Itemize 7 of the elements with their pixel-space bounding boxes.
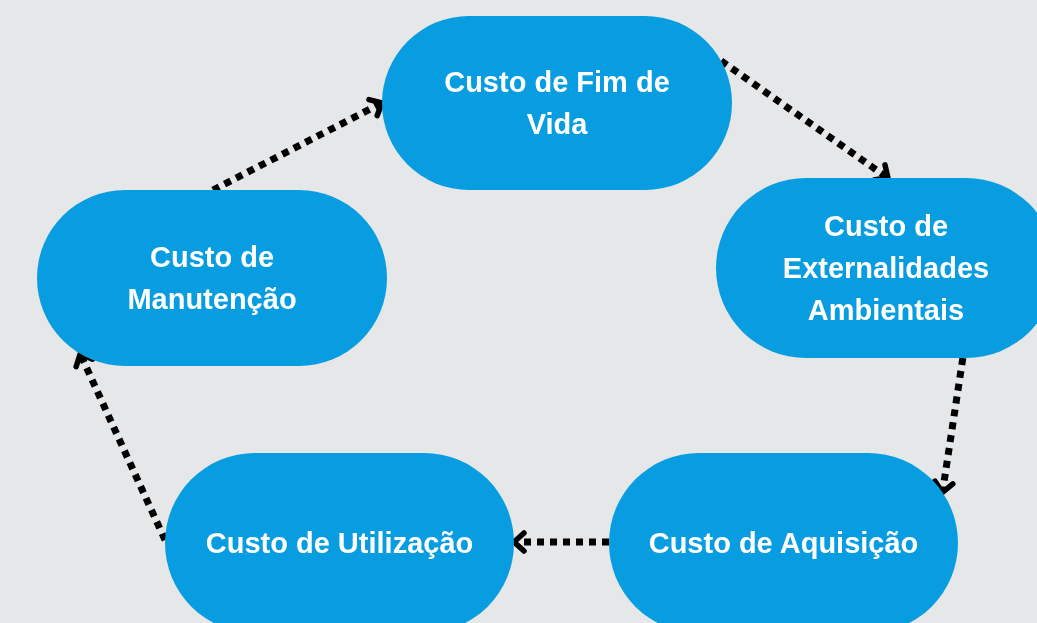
rounded-node — [716, 178, 1037, 358]
node-label: Custo de Utilização — [205, 525, 474, 561]
node-label: Custo de Fim de Vida — [443, 64, 671, 142]
node-label: Custo de Aquisição — [648, 525, 919, 561]
node-label: Custo de Manutenção — [126, 239, 298, 317]
dotted-arrow — [932, 357, 967, 496]
node-label: Custo de Externalidades Ambientais — [781, 208, 991, 328]
